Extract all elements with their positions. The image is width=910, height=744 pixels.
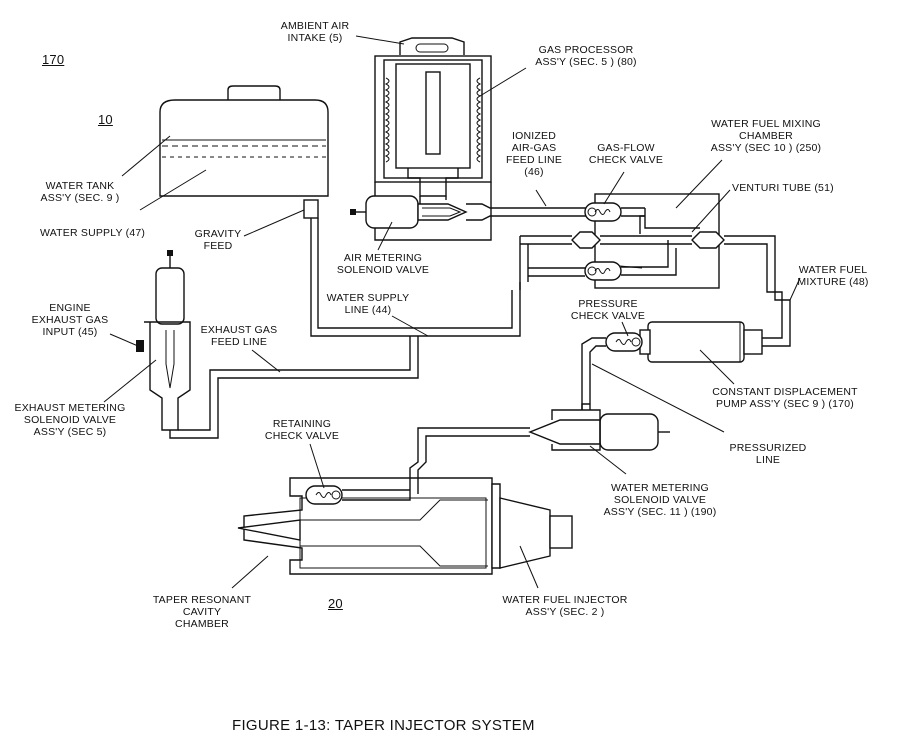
water-metering-solenoid-valve bbox=[409, 403, 670, 494]
gas-flow-check-valve bbox=[584, 202, 700, 234]
constant-displacement-pump bbox=[639, 321, 763, 363]
venturi-tube bbox=[519, 231, 776, 290]
label-water-supply: WATER SUPPLY (47) bbox=[40, 227, 146, 239]
leader-lines bbox=[103, 35, 801, 589]
retaining-check-valve bbox=[305, 485, 411, 505]
ionized-air-gas-feed-line bbox=[466, 203, 588, 221]
ref-170: 170 bbox=[42, 52, 65, 67]
lower-check-valve bbox=[528, 240, 677, 281]
ref-10: 10 bbox=[98, 112, 113, 127]
label-venturi-tube: VENTURI TUBE (51) bbox=[732, 182, 834, 194]
pressurized-line-leader bbox=[591, 363, 725, 433]
exhaust-metering-valve bbox=[136, 250, 419, 439]
air-metering-solenoid-valve bbox=[350, 195, 468, 229]
water-supply-line bbox=[310, 218, 521, 337]
water-tank bbox=[159, 85, 329, 197]
figure-caption: FIGURE 1-13: TAPER INJECTOR SYSTEM bbox=[232, 717, 535, 734]
ref-20: 20 bbox=[328, 596, 343, 611]
gravity-feed-valve bbox=[303, 199, 319, 219]
pressure-check-valve bbox=[581, 332, 643, 410]
water-fuel-injector bbox=[237, 477, 573, 575]
water-fuel-mixture-line bbox=[762, 250, 791, 347]
